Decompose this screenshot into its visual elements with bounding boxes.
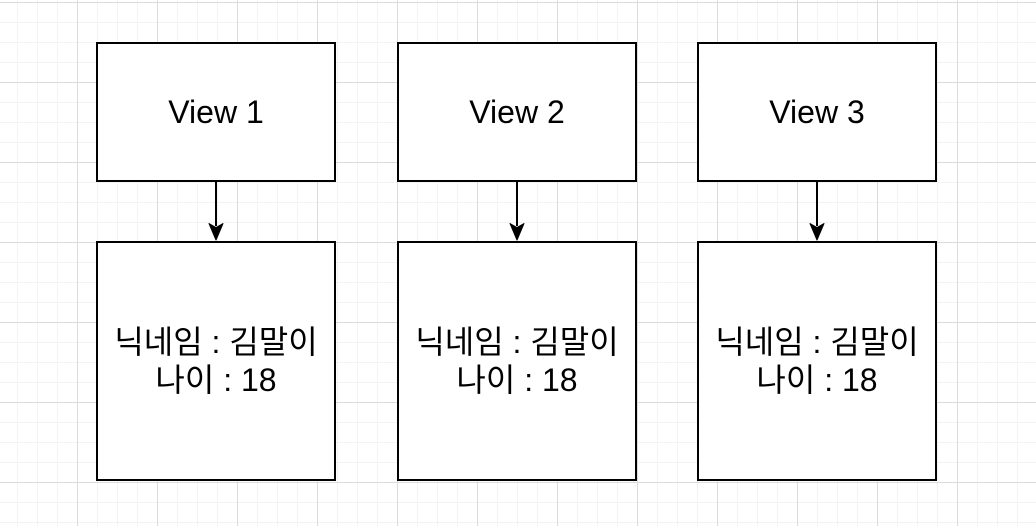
info-box-1-nickname-line: 닉네임 : 김말이 <box>114 324 318 360</box>
view-box-1[interactable]: View 1 <box>96 42 336 182</box>
info-box-2[interactable]: 닉네임 : 김말이 나이 : 18 <box>397 241 637 481</box>
info-box-3-age-line: 나이 : 18 <box>756 362 878 398</box>
down-arrow-2[interactable] <box>504 182 530 241</box>
info-box-1-age-line: 나이 : 18 <box>155 362 277 398</box>
info-box-3-nickname-line: 닉네임 : 김말이 <box>715 324 919 360</box>
view-box-1-label: View 1 <box>168 94 264 130</box>
down-arrow-3[interactable] <box>804 182 830 241</box>
flow-column-3: View 3 닉네임 : 김말이 나이 : 18 <box>697 42 937 481</box>
flow-column-2: View 2 닉네임 : 김말이 나이 : 18 <box>397 42 637 481</box>
down-arrow-1[interactable] <box>203 182 229 241</box>
info-box-1[interactable]: 닉네임 : 김말이 나이 : 18 <box>96 241 336 481</box>
view-box-2-label: View 2 <box>469 94 565 130</box>
view-box-3-label: View 3 <box>769 94 865 130</box>
info-box-3[interactable]: 닉네임 : 김말이 나이 : 18 <box>697 241 937 481</box>
view-box-3[interactable]: View 3 <box>697 42 937 182</box>
view-box-2[interactable]: View 2 <box>397 42 637 182</box>
info-box-2-age-line: 나이 : 18 <box>456 362 578 398</box>
info-box-2-nickname-line: 닉네임 : 김말이 <box>415 324 619 360</box>
flow-column-1: View 1 닉네임 : 김말이 나이 : 18 <box>96 42 336 481</box>
